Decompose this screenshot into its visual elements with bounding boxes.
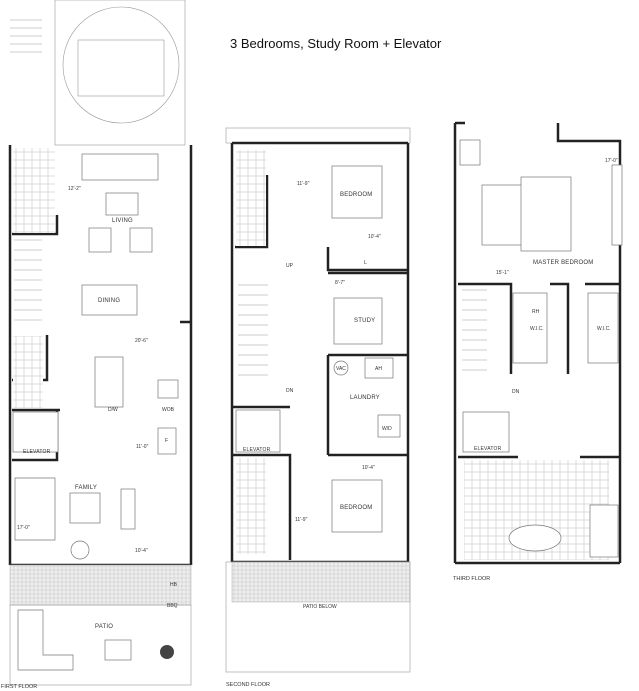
fixture-wd: W/D (382, 426, 392, 432)
room-label-bedroom-bottom: BEDROOM (340, 505, 372, 511)
bed-rug (520, 176, 572, 252)
sectional-sofa (14, 477, 56, 541)
room-label-bedroom-top: BEDROOM (340, 192, 372, 198)
side-table (70, 540, 90, 560)
room-label-living: LIVING (112, 218, 133, 224)
first-floor-plan: LIVING DINING FAMILY PATIO ELEVATOR D/W … (1, 0, 193, 690)
balcony-top (225, 127, 411, 144)
air-handler (364, 357, 394, 379)
fixture-linen: L (364, 260, 367, 266)
stairs-first (14, 239, 42, 321)
third-floor-walls (453, 121, 622, 565)
steps (10, 19, 42, 53)
stair-dn: DN (512, 389, 520, 395)
elevator-shaft (462, 411, 510, 453)
dim-master-depth: 15'-1" (496, 270, 509, 276)
coffee-table (105, 192, 139, 216)
bath-bottom-tiles (236, 458, 266, 554)
third-floor-interior-walls (458, 282, 620, 459)
dim-master-width: 17'-0" (605, 158, 618, 164)
stairs-second (238, 284, 268, 376)
washer-dryer (377, 414, 401, 438)
room-label-master-bedroom: MASTER BEDROOM (533, 260, 593, 266)
fixture-fridge: F (165, 438, 168, 444)
dim-bed2-depth: 10'-4" (362, 465, 375, 471)
fixture-dw: D/W (108, 407, 118, 413)
bed-bottom (331, 479, 383, 533)
ottoman (120, 488, 136, 530)
stair-up: UP (286, 263, 294, 269)
master-bed (481, 184, 525, 246)
second-floor-walls (230, 141, 410, 564)
cooktop (157, 379, 179, 399)
room-label-elevator: ELEVATOR (23, 449, 51, 455)
dim-bed1-depth: 10'-4" (368, 234, 381, 240)
entry-tiles (13, 148, 55, 233)
dim-family-width: 17'-0" (17, 525, 30, 531)
bath-top-tiles (236, 150, 266, 246)
armchair (129, 227, 153, 253)
dining-table (81, 284, 138, 316)
vac-unit (333, 360, 349, 376)
kitchen-island (94, 356, 124, 408)
floor-label-third: THIRD FLOOR (453, 576, 490, 582)
stairs-third (462, 289, 487, 371)
bathtub (508, 524, 562, 552)
room-label-dining: DINING (98, 298, 120, 304)
patio-deck (9, 564, 192, 606)
elevator-shaft (12, 411, 59, 453)
garden-area (54, 0, 186, 146)
room-label-elevator: ELEVATOR (243, 447, 271, 453)
patio-below-label: PATIO BELOW (303, 604, 337, 610)
planter-ring (77, 39, 165, 97)
dim-family-bottom: 10'-4" (135, 548, 148, 554)
second-floor-plan: BEDROOM STUDY LAUNDRY ELEVATOR BEDROOM P… (225, 127, 411, 688)
fixture-rh: RH (532, 309, 540, 315)
dim-kitchen: 20'-6" (135, 338, 148, 344)
plan-title: 3 Bedrooms, Study Room + Elevator (230, 36, 442, 51)
fridge (157, 427, 177, 455)
patio-sofa (17, 609, 74, 671)
third-floor-plan: MASTER BEDROOM W.I.C. W.I.C. ELEVATOR RH… (453, 121, 623, 582)
room-label-patio: PATIO (95, 624, 113, 630)
study-desk (333, 297, 383, 345)
room-label-wic-2: W.I.C. (597, 326, 611, 332)
room-label-laundry: LAUNDRY (350, 395, 380, 401)
fixture-wob: WOB (162, 407, 175, 413)
first-floor-interior-walls (12, 215, 191, 462)
patio-below-deck (231, 561, 411, 603)
fixture-bbq: BBQ (167, 603, 178, 609)
shower (589, 504, 619, 558)
fixture-vac: VAC (336, 366, 346, 372)
powder-room-tiles (13, 336, 43, 408)
patio-table (104, 639, 132, 661)
room-label-wic-1: W.I.C. (530, 326, 544, 332)
dresser (611, 164, 623, 246)
armchair (88, 227, 112, 253)
sofa (81, 153, 159, 181)
garden-tree (62, 6, 180, 124)
patio-below-outline (225, 561, 411, 673)
family-table (69, 492, 101, 524)
floor-label-first: FIRST FLOOR (1, 684, 37, 690)
elevator-shaft (235, 409, 281, 453)
bed-top (331, 165, 383, 219)
floor-label-second: SECOND FLOOR (226, 682, 270, 688)
room-label-family: FAMILY (75, 485, 97, 491)
dim-family-depth: 11'-0" (136, 444, 149, 450)
room-label-elevator: ELEVATOR (474, 446, 502, 452)
wic-2 (587, 292, 619, 364)
room-label-study: STUDY (354, 318, 375, 324)
dim-study: 8'-7" (335, 280, 345, 286)
fixture-ah: AH (375, 366, 382, 372)
dim-bed2-width: 11'-9" (295, 517, 308, 523)
wic-1 (512, 292, 548, 364)
fixture-hb: HB (170, 582, 178, 588)
patio-area (9, 604, 192, 686)
patio-plant (160, 645, 174, 659)
dim-living: 12'-2" (68, 186, 81, 192)
desk (459, 139, 481, 166)
stair-dn: DN (286, 388, 294, 394)
dim-bed1-width: 11'-9" (297, 181, 310, 187)
